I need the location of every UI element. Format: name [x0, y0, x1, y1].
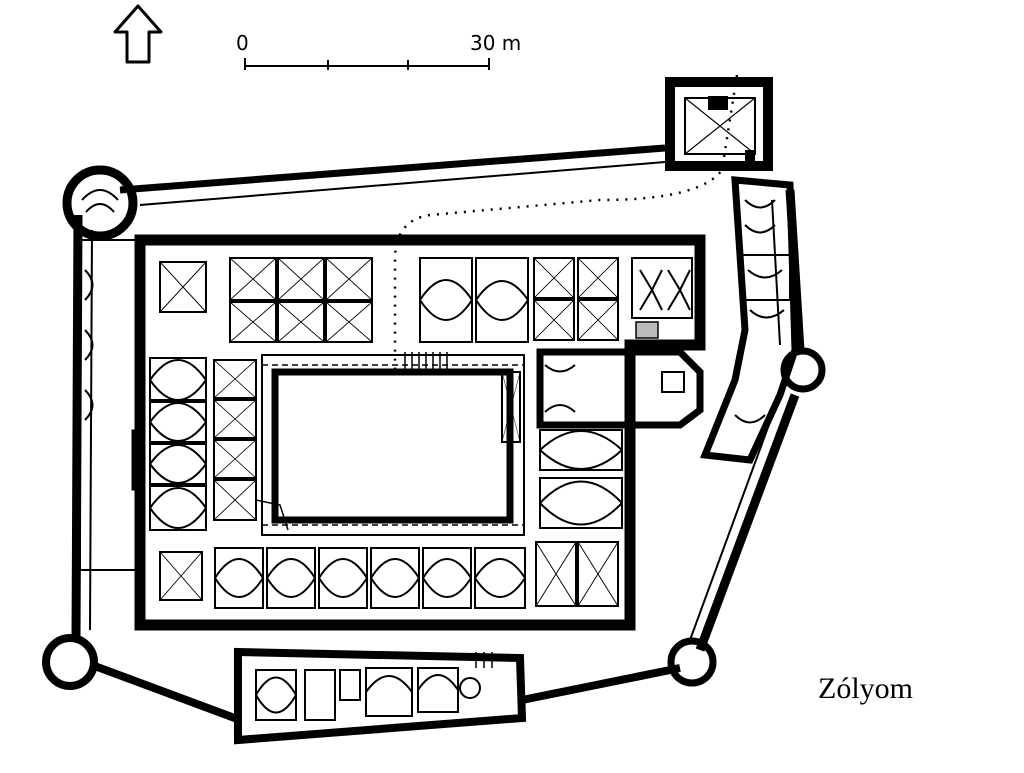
entrance-path — [393, 74, 739, 392]
scale-end-label: 30 m — [470, 31, 521, 55]
tower-southeast — [667, 637, 717, 687]
east-range — [700, 176, 799, 464]
courtyard — [271, 368, 514, 524]
plan-caption: Zólyom — [818, 672, 913, 705]
scale-bar: 0 30 m — [236, 31, 521, 70]
tower-northwest — [62, 165, 138, 241]
tower-east — [780, 347, 826, 393]
chapel — [536, 348, 704, 429]
vaulted-rooms — [159, 257, 619, 607]
barrel-rooms — [149, 257, 693, 609]
stair-features — [255, 321, 659, 531]
scale-start-label: 0 — [236, 31, 249, 55]
palace-block — [134, 234, 706, 631]
south-outbuilding — [234, 647, 527, 745]
gate-tower — [665, 77, 773, 171]
north-arrow-icon — [113, 4, 163, 64]
tower-southwest — [42, 634, 98, 690]
